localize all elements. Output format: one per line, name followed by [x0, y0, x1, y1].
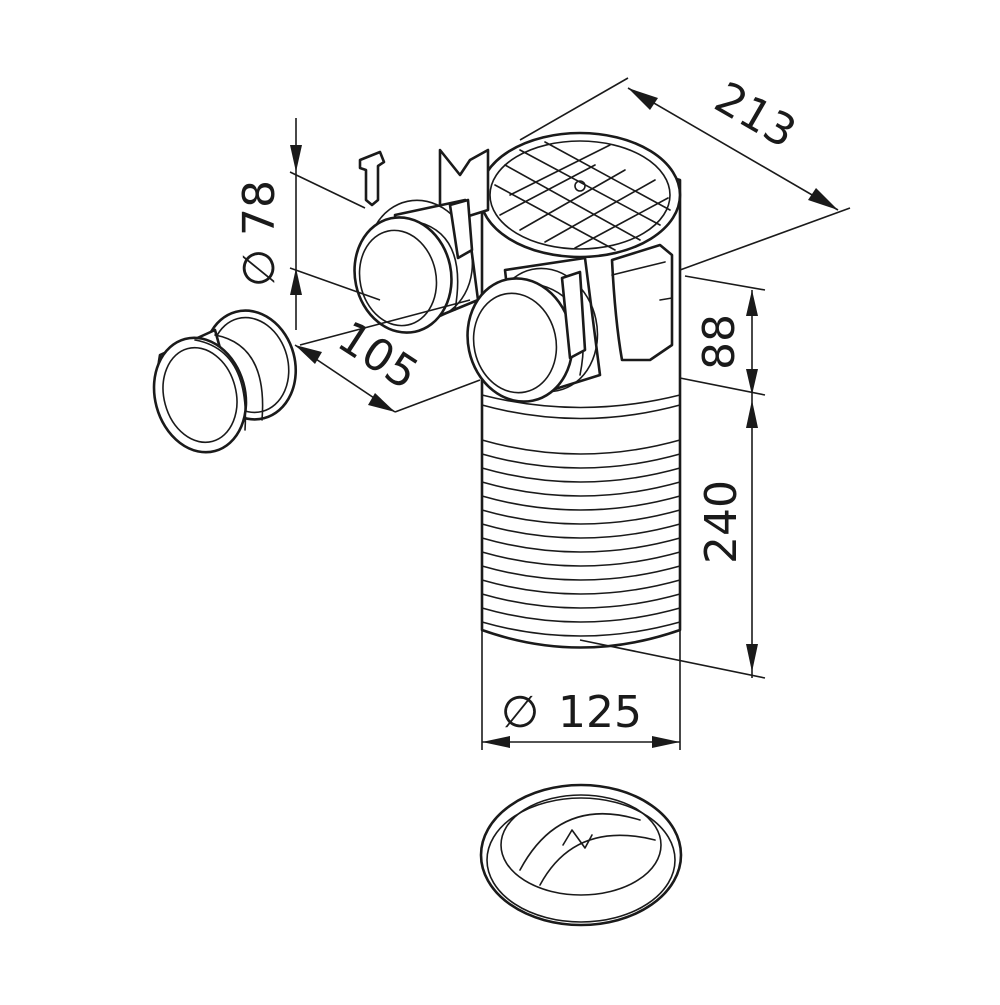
- tube-corrugations: [481, 439, 681, 637]
- dim-240: 240: [579, 395, 766, 679]
- dim-125: ∅ 125: [481, 630, 681, 750]
- loose-ring-adapter: [152, 309, 298, 454]
- dim-78-label: 78: [234, 180, 285, 236]
- corrugation-ring: [481, 495, 681, 511]
- dim-240-label: 240: [696, 480, 747, 564]
- end-cap-rim: [479, 783, 683, 927]
- corrugation-ring: [481, 537, 681, 553]
- dim-88-label: 88: [694, 314, 745, 370]
- dim-88: 88: [679, 275, 766, 396]
- side-clip: [610, 243, 674, 362]
- corrugation-ring: [481, 551, 681, 567]
- cap-grid: [494, 141, 671, 251]
- corrugation-ring: [481, 593, 681, 609]
- loose-clip: [358, 150, 386, 207]
- corrugation-ring: [481, 523, 681, 539]
- corrugation-ring: [481, 621, 681, 637]
- corrugation-ring: [481, 607, 681, 623]
- left-port-clip: [448, 198, 474, 260]
- right-port-clip: [560, 270, 587, 360]
- left-port-opening: [353, 216, 453, 334]
- dim-78-diameter-symbol: ∅: [234, 249, 285, 287]
- dim-125-diameter-symbol: ∅: [501, 687, 539, 738]
- corrugation-ring: [481, 467, 681, 483]
- bottom-end-cap: [479, 783, 683, 927]
- corrugation-ring: [481, 453, 681, 469]
- top-grid-cap: [478, 131, 682, 259]
- corrugation-ring: [481, 439, 681, 455]
- corrugation-ring: [481, 509, 681, 525]
- dim-125-label: 125: [558, 687, 642, 738]
- dim-78: ∅ 78: [234, 118, 381, 330]
- dim-213-label: 213: [706, 72, 804, 158]
- right-outlet-port: [466, 256, 602, 403]
- corrugation-ring: [481, 481, 681, 497]
- dim-78-label-group: ∅ 78: [234, 180, 285, 287]
- corrugation-ring: [481, 579, 681, 595]
- corrugation-ring: [481, 565, 681, 581]
- left-outlet-port: [353, 198, 480, 334]
